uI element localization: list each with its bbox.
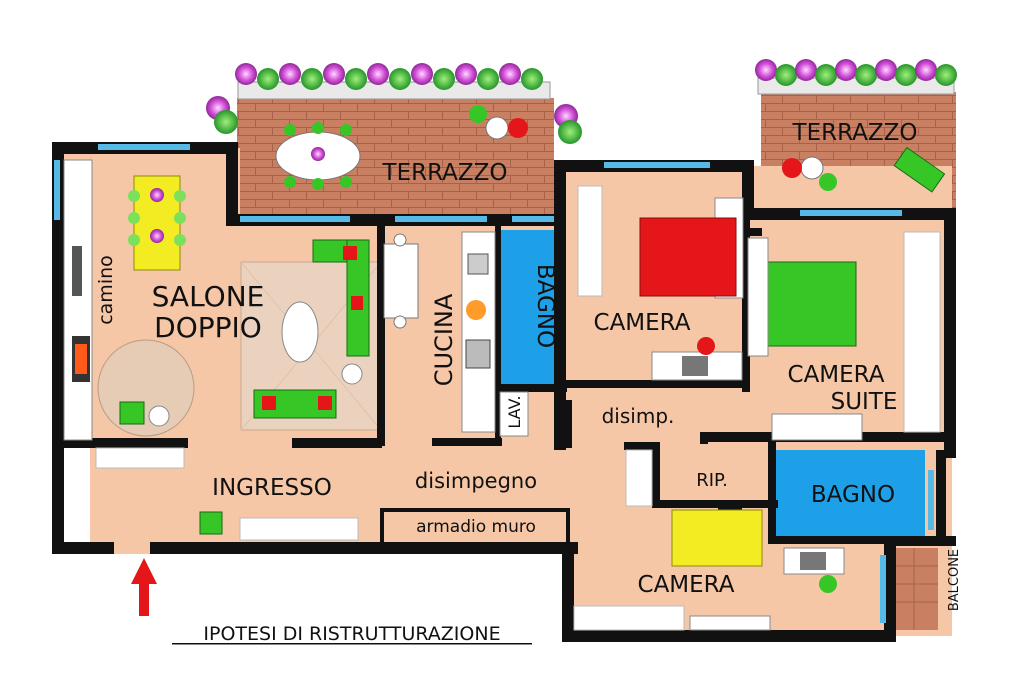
flower-shrub (895, 64, 917, 86)
dining-table (128, 175, 186, 271)
label-camera-suite-2: SUITE (831, 389, 898, 415)
flower-shrub (411, 63, 433, 85)
title-underline (172, 643, 532, 645)
flower-shrub (499, 63, 521, 85)
flower-shrub (367, 63, 389, 85)
kitchen-table (383, 233, 419, 329)
ingresso-furniture (95, 391, 529, 541)
flower-shrub (775, 64, 797, 86)
label-salone-2: DOPPIO (154, 311, 262, 344)
entrance-arrow-icon (131, 558, 157, 616)
terrace-chairs-right (782, 146, 946, 193)
label-camera-top: CAMERA (594, 310, 691, 336)
label-rip: RIP. (696, 470, 728, 491)
label-terrazzo-right: TERRAZZO (792, 120, 918, 146)
flower-shrub (433, 68, 455, 90)
flower-planter-right (755, 59, 957, 95)
label-balcone: BALCONE (947, 549, 962, 611)
label-salone-1: SALONE (152, 280, 265, 313)
bed-red (577, 185, 744, 381)
flower-shrub (521, 68, 543, 90)
kitchen-counter (461, 231, 496, 433)
flower-shrub (279, 63, 301, 85)
label-camera-bottom: CAMERA (638, 572, 735, 598)
plan-title: IPOTESI DI RISTRUTTURAZIONE (203, 623, 500, 645)
flower-shrub (257, 68, 279, 90)
flower-shrub (815, 64, 837, 86)
flower-shrub (855, 64, 877, 86)
flower-planter-left (206, 63, 582, 144)
flower-shrub (755, 59, 777, 81)
round-rug (97, 339, 195, 437)
flower-shrub (214, 110, 238, 134)
flower-shrub (935, 64, 957, 86)
label-ingresso: INGRESSO (212, 475, 332, 501)
bathroom-small (497, 230, 563, 390)
label-camino: camino (95, 255, 117, 325)
bed-green (747, 231, 941, 441)
bathroom-large (775, 450, 925, 538)
flower-shrub (235, 63, 257, 85)
sofa-salone (253, 239, 370, 419)
label-bagno-small: BAGNO (532, 264, 558, 348)
label-disimp: disimp. (602, 404, 675, 428)
flower-shrub (835, 59, 857, 81)
terrace-table-left (275, 105, 528, 190)
flower-shrub (558, 120, 582, 144)
flower-shrub (795, 59, 817, 81)
flower-shrub (477, 68, 499, 90)
bed-yellow (573, 449, 845, 631)
flower-shrub (345, 68, 367, 90)
label-bagno-large: BAGNO (811, 482, 895, 508)
flower-shrub (389, 68, 411, 90)
flower-shrub (455, 63, 477, 85)
flower-shrub (875, 59, 897, 81)
balcone-floor (890, 548, 938, 630)
fireplace (63, 159, 93, 441)
label-cucina: CUCINA (430, 293, 458, 386)
label-camera-suite-1: CAMERA (788, 362, 885, 388)
label-armadio-muro: armadio muro (416, 517, 536, 537)
label-lav: LAV. (505, 395, 524, 428)
label-terrazzo-left: TERRAZZO (382, 160, 508, 186)
flower-shrub (301, 68, 323, 90)
flower-shrub (323, 63, 345, 85)
label-disimpegno: disimpegno (415, 469, 537, 493)
flower-shrub (915, 59, 937, 81)
windows (54, 144, 934, 623)
